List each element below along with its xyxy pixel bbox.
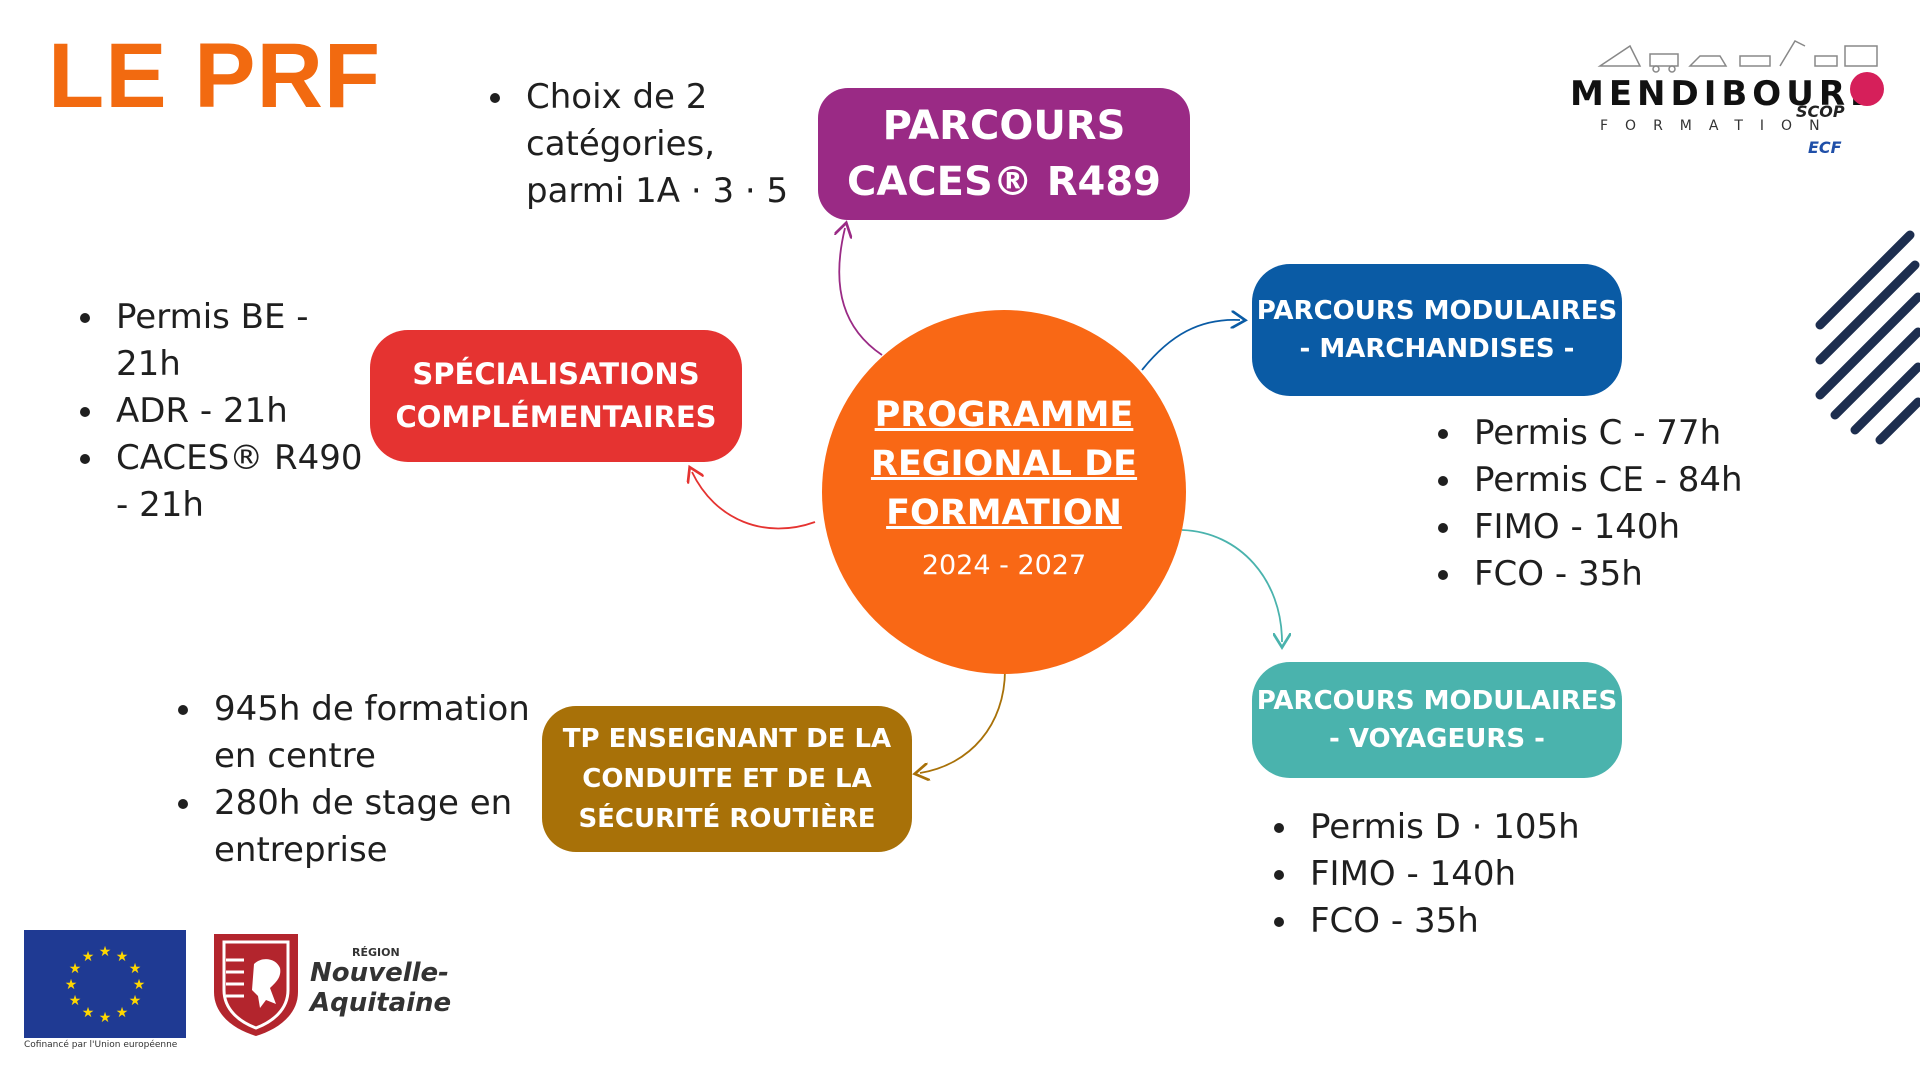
list-item: FIMO - 140h: [1268, 851, 1598, 898]
arrow-to-marchandises: [1141, 320, 1240, 371]
logo-scop: SCOP: [1796, 102, 1845, 121]
eu-caption: Cofinancé par l'Union européenne: [24, 1040, 178, 1050]
region-line1: Nouvelle-: [310, 958, 449, 988]
region-logo: RÉGION Nouvelle- Aquitaine: [210, 930, 452, 1040]
list-item: Permis C - 77h: [1432, 410, 1772, 457]
specialisations-bullets: Permis BE - 21h ADR - 21h CACES® R490 - …: [74, 294, 374, 529]
voyageurs-box: PARCOURS MODULAIRES - VOYAGEURS -: [1252, 662, 1622, 778]
list-item: FCO - 35h: [1432, 551, 1772, 598]
marchandises-bullets: Permis C - 77h Permis CE - 84h FIMO - 14…: [1432, 410, 1772, 598]
region-line2: Aquitaine: [310, 988, 452, 1018]
region-shield-icon: [214, 934, 298, 1036]
list-item: Permis D · 105h: [1268, 804, 1598, 851]
list-item: 280h de stage en entreprise: [172, 780, 542, 874]
tp-bullets: 945h de formation en centre 280h de stag…: [172, 686, 542, 874]
caces-line2: CACES® R489: [846, 159, 1162, 205]
caces-line1: PARCOURS: [882, 103, 1126, 149]
specialisations-line2: COMPLÉMENTAIRES: [395, 400, 717, 434]
caces-bullets: Choix de 2 catégories, parmi 1A · 3 · 5: [484, 74, 814, 215]
list-item: FCO - 35h: [1268, 898, 1598, 945]
tp-line3: SÉCURITÉ ROUTIÈRE: [578, 804, 876, 834]
tp-box: TP ENSEIGNANT DE LA CONDUITE ET DE LA SÉ…: [542, 706, 912, 852]
caces-box: PARCOURS CACES® R489: [818, 88, 1190, 220]
list-item: Choix de 2 catégories, parmi 1A · 3 · 5: [484, 74, 814, 215]
eu-logo: ★ ★ ★ ★ ★ ★ ★ ★ ★ ★ ★ ★ Cofinancé par l'…: [24, 930, 190, 1054]
center-title-line1: PROGRAMME: [874, 394, 1134, 435]
center-years: 2024 - 2027: [921, 549, 1087, 581]
tp-line1: TP ENSEIGNANT DE LA: [562, 724, 892, 754]
list-item: Permis CE - 84h: [1432, 457, 1772, 504]
logo-name: MENDIBOURE: [1570, 74, 1879, 114]
voyageurs-bullets: Permis D · 105h FIMO - 140h FCO - 35h: [1268, 804, 1598, 945]
arrow-to-caces: [839, 228, 883, 356]
center-circle: PROGRAMME REGIONAL DE FORMATION 2024 - 2…: [822, 310, 1186, 674]
list-item: 945h de formation en centre: [172, 686, 542, 780]
arrow-to-voyageurs: [1181, 529, 1282, 642]
arrow-to-tp: [920, 669, 1006, 773]
stripes-decoration: [1815, 230, 1920, 445]
mendiboure-logo: MENDIBOURE SCOP FORMATION ECF: [1560, 36, 1900, 166]
marchandises-line2: - MARCHANDISES -: [1299, 334, 1575, 364]
svg-text:★: ★: [116, 1005, 129, 1021]
marchandises-line1: PARCOURS MODULAIRES: [1256, 296, 1618, 326]
specialisations-line1: SPÉCIALISATIONS: [412, 357, 700, 391]
logo-sub: FORMATION: [1600, 118, 1837, 134]
list-item: ADR - 21h: [74, 388, 374, 435]
specialisations-box: SPÉCIALISATIONS COMPLÉMENTAIRES: [370, 330, 742, 462]
vehicles-icon: [1597, 40, 1878, 73]
svg-text:★: ★: [99, 944, 112, 960]
marchandises-box: PARCOURS MODULAIRES - MARCHANDISES -: [1252, 264, 1622, 396]
svg-text:★: ★: [99, 1010, 112, 1026]
logo-dot: [1850, 72, 1884, 106]
list-item: Permis BE - 21h: [74, 294, 374, 388]
svg-text:★: ★: [133, 977, 146, 993]
voyageurs-line2: - VOYAGEURS -: [1329, 724, 1545, 754]
region-small: RÉGION: [352, 946, 400, 959]
svg-text:★: ★: [69, 993, 82, 1009]
svg-text:★: ★: [82, 1005, 95, 1021]
svg-text:★: ★: [129, 961, 142, 977]
svg-text:★: ★: [82, 949, 95, 965]
tp-line2: CONDUITE ET DE LA: [582, 764, 872, 794]
svg-text:★: ★: [129, 993, 142, 1009]
arrow-to-specialisations: [692, 472, 816, 530]
list-item: CACES® R490 - 21h: [74, 435, 374, 529]
center-title-line2: REGIONAL DE: [870, 443, 1138, 484]
center-title-line3: FORMATION: [886, 492, 1122, 533]
eu-flag-icon: ★ ★ ★ ★ ★ ★ ★ ★ ★ ★ ★ ★: [24, 930, 186, 1038]
svg-text:★: ★: [69, 961, 82, 977]
logo-ecf: ECF: [1808, 138, 1842, 157]
list-item: FIMO - 140h: [1432, 504, 1772, 551]
page-title: LE PRF: [48, 25, 382, 127]
svg-text:★: ★: [116, 949, 129, 965]
voyageurs-line1: PARCOURS MODULAIRES: [1256, 686, 1618, 716]
svg-text:★: ★: [65, 977, 78, 993]
